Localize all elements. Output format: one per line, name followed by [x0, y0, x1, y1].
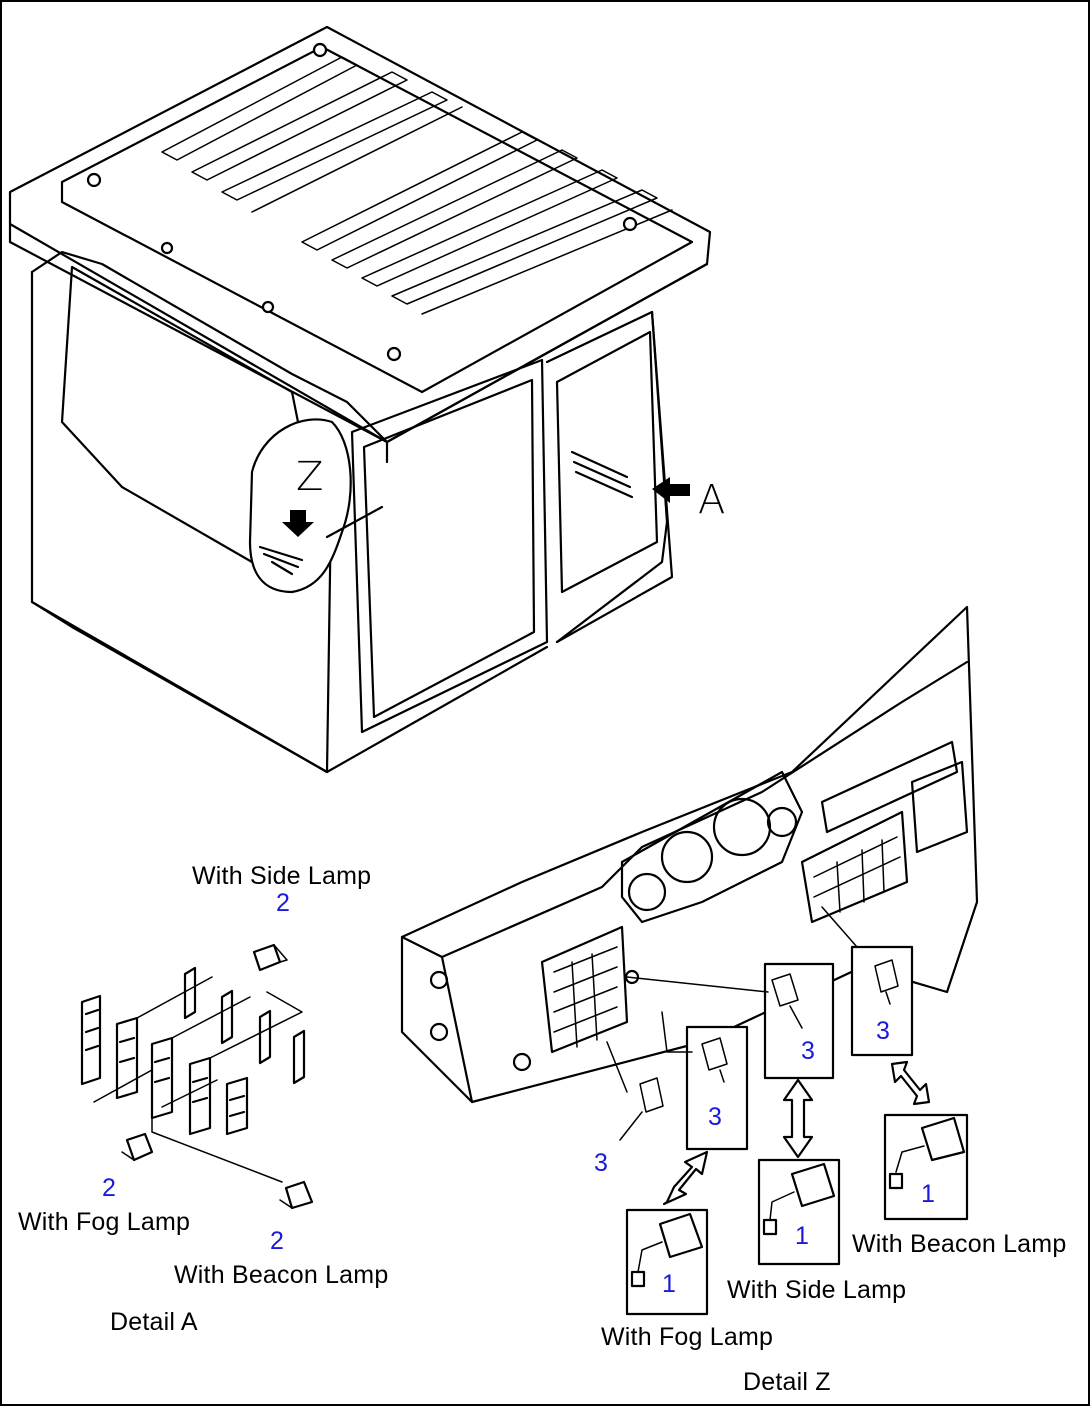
detail-z-illustration — [400, 605, 979, 1316]
detail-a-side-lamp-number: 2 — [276, 889, 290, 917]
detail-z-callout-3-middle: 3 — [801, 1037, 815, 1065]
detail-a-beacon-lamp-number: 2 — [270, 1227, 284, 1255]
detail-z-callout-3-lower: 3 — [594, 1149, 608, 1177]
detail-a-fog-lamp-number: 2 — [102, 1174, 116, 1202]
detail-a-beacon-lamp-label: With Beacon Lamp — [174, 1261, 389, 1289]
detail-z-callout-3-left: 3 — [708, 1103, 722, 1131]
detail-z-side-lamp-label: With Side Lamp — [727, 1276, 907, 1304]
cab-illustration — [8, 25, 712, 774]
view-z-marker: Z — [296, 454, 324, 500]
detail-z-beacon-lamp-number: 1 — [921, 1180, 935, 1208]
detail-a-illustration — [80, 943, 314, 1210]
detail-a-fog-lamp-label: With Fog Lamp — [18, 1208, 191, 1236]
detail-z-side-lamp-number: 1 — [795, 1222, 809, 1250]
detail-a-side-lamp-label: With Side Lamp — [192, 862, 372, 890]
detail-z-fog-lamp-label: With Fog Lamp — [601, 1323, 774, 1351]
detail-z-caption: Detail Z — [743, 1368, 831, 1396]
detail-z-callout-3-right: 3 — [876, 1017, 890, 1045]
view-a-marker: A — [698, 477, 726, 523]
detail-z-fog-lamp-number: 1 — [662, 1270, 676, 1298]
detail-z-beacon-lamp-label: With Beacon Lamp — [852, 1230, 1067, 1258]
detail-a-caption: Detail A — [110, 1308, 198, 1336]
